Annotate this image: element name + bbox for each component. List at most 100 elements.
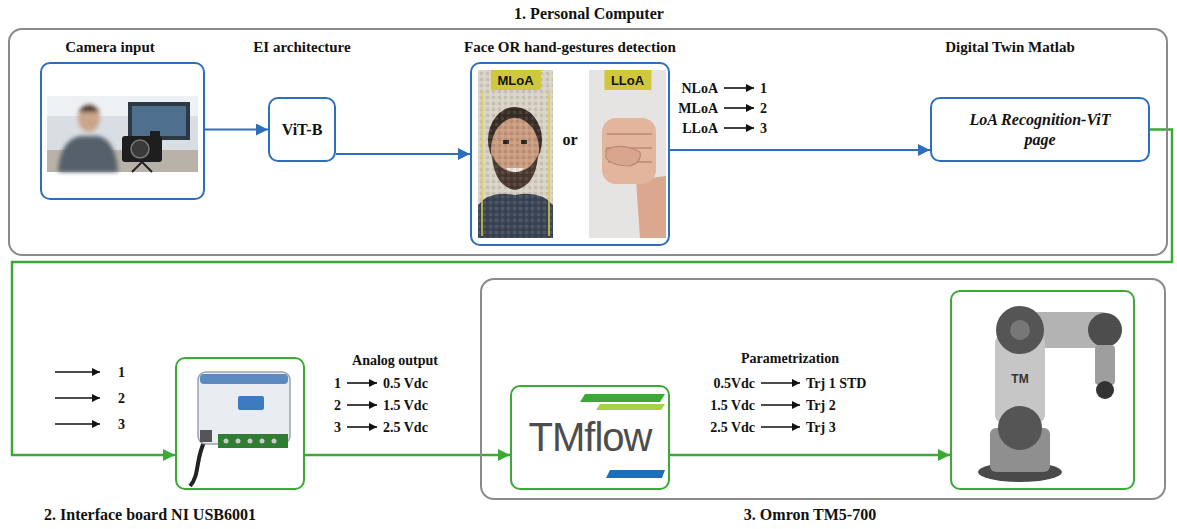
robot-image-part <box>1095 345 1115 385</box>
robot-box: TM <box>950 290 1135 490</box>
mapping-label-holder: 2.5 Vdc <box>710 418 755 436</box>
software-box: TMflow <box>510 385 670 490</box>
connector-arrow <box>205 129 268 131</box>
mapping-label-holder: 0.5 Vdc <box>383 374 428 392</box>
class-tag: LLoA <box>611 73 644 88</box>
mapping-label: 0.5 Vdc <box>383 376 428 391</box>
box-label-holder: LoA Recognition-ViT page <box>932 99 1148 160</box>
mapping-label-holder: 3 <box>334 418 341 436</box>
interface-board-box: 2. Interface board NI USB6001 <box>175 357 305 490</box>
robot-image-part <box>1096 381 1114 399</box>
camera-photo-part-part <box>58 136 118 172</box>
box-heading: Camera input <box>65 39 155 55</box>
mapping-label-holder: Trj 3 <box>806 418 836 436</box>
mapping-label-holder: 1 <box>334 374 341 392</box>
connector-arrow <box>670 149 930 151</box>
edge-label-holder: Parametrization <box>741 349 839 367</box>
mapping-label-holder: 1.5 Vdc <box>710 396 755 414</box>
logo-text: TMflow <box>529 415 652 460</box>
box-label-holder: ViT-B <box>270 99 334 160</box>
mapping-label-holder: 0.5Vdc <box>713 374 755 392</box>
small-arrows-part <box>724 87 754 89</box>
interface-board-image-part <box>200 430 212 442</box>
mapping-label-holder: MLoA <box>678 99 718 117</box>
camera-photo-part <box>128 102 190 140</box>
tmflow-logo-stripes-part <box>606 470 665 478</box>
edge-label: Analog output <box>352 353 438 368</box>
interface-board-image-part <box>190 440 205 486</box>
camera-photo <box>47 96 198 172</box>
small-arrows-part <box>761 426 800 428</box>
mapping-label: 3 <box>760 121 767 136</box>
interface-board-image-part <box>248 439 253 444</box>
software-box: Digital Twin MatlabLoA Recognition-ViT p… <box>930 97 1150 162</box>
interface-board-image-part <box>198 372 290 444</box>
mapping-label: 1 <box>118 365 125 380</box>
mapping-label: 2 <box>334 398 341 413</box>
tmflow-logo-stripes-part <box>580 394 665 402</box>
logo-text: TM <box>1011 372 1028 386</box>
class-tag-holder: LLoA <box>604 70 651 90</box>
mapping-label-holder: LLoA <box>682 119 718 137</box>
image-panel: LLoA <box>589 70 666 238</box>
connector-arrow <box>336 153 470 155</box>
small-arrows-part <box>347 426 377 428</box>
panel-title-holder: 3. Omron TM5-700 <box>744 506 876 524</box>
edge-label-holder: Analog output <box>352 351 438 369</box>
interface-board-image-part <box>218 434 288 448</box>
face-image-part <box>478 70 553 238</box>
interface-board-image-part <box>224 439 229 444</box>
mapping-label-holder: NLoA <box>681 79 718 97</box>
interface-board-image-part <box>236 439 241 444</box>
or-label: or <box>562 131 577 148</box>
small-arrows <box>55 88 800 427</box>
panel-title: 2. Interface board NI USB6001 <box>44 506 256 523</box>
face-image-part <box>548 92 550 236</box>
camera-photo-part <box>132 162 152 172</box>
small-arrows-part <box>724 107 754 109</box>
robot-image-part <box>1010 320 1030 340</box>
mapping-label: 2.5 Vdc <box>383 420 428 435</box>
box-heading: Digital Twin Matlab <box>945 39 1074 55</box>
mapping-label: MLoA <box>678 101 718 116</box>
small-arrows-part <box>55 371 100 373</box>
connector-arrow <box>670 454 950 457</box>
small-arrows-part <box>761 404 800 406</box>
fist-image-part <box>606 146 640 166</box>
edge-label: Parametrization <box>741 351 839 366</box>
interface-board-image-part <box>272 439 277 444</box>
robot-panel: TMflowTM3. Omron TM5-700 <box>480 278 1166 500</box>
small-arrows-part <box>761 382 800 384</box>
logo-text-holder: TM <box>1011 369 1028 387</box>
box-heading-holder: Face OR hand-gestures detection <box>464 38 676 56</box>
camera-photo-part <box>132 106 186 136</box>
face-image-part <box>478 70 553 238</box>
camera-photo-part <box>131 140 149 158</box>
camera-photo-part <box>150 131 160 137</box>
mapping-label-holder: 1 <box>760 79 767 97</box>
small-arrows-part <box>347 404 377 406</box>
mapping-label: NLoA <box>681 81 718 96</box>
input-box: Camera input <box>40 62 205 200</box>
robot-image-part <box>996 306 1044 354</box>
interface-board-image <box>190 372 290 486</box>
face-image-part <box>481 92 483 236</box>
camera-photo-part <box>122 136 162 162</box>
camera-photo-part <box>47 96 198 172</box>
mapping-label: 2.5 Vdc <box>710 420 755 435</box>
camera-photo-part-part <box>78 105 100 112</box>
camera-photo-part-part <box>78 104 100 132</box>
mapping-label-holder: Trj 2 <box>806 396 836 414</box>
box-heading-holder: Digital Twin Matlab <box>945 38 1074 56</box>
mapping-label-holder: 1.5 Vdc <box>383 396 428 414</box>
mapping-label: 1.5 Vdc <box>710 398 755 413</box>
mapping-label: Trj 1 STD <box>806 376 866 391</box>
mapping-label: 3 <box>334 420 341 435</box>
system-panel: Camera inputEI architectureViT-BMLoALLoA… <box>8 28 1168 256</box>
small-arrows-part <box>55 397 100 399</box>
camera-photo-part <box>58 104 118 172</box>
panel-title-holder: 1. Personal Computer <box>514 5 664 23</box>
mapping-label-holder: 2 <box>760 99 767 117</box>
mapping-label-holder: 3 <box>118 415 125 433</box>
